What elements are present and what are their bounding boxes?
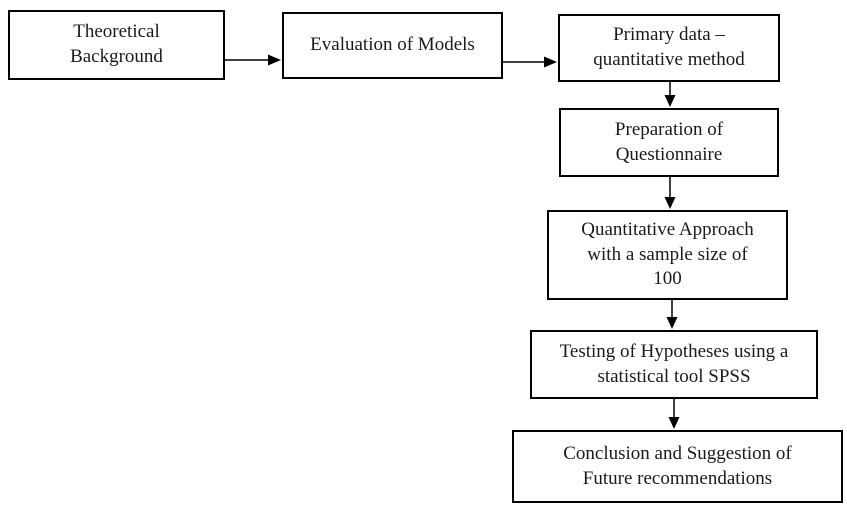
arrow-preparation-to-quantitative [664, 177, 676, 209]
arrow-theoretical-to-evaluation [225, 54, 281, 66]
arrow-primary-data-to-preparation [664, 82, 676, 107]
node-conclusion-future-recommendations: Conclusion and Suggestion of Future reco… [512, 430, 843, 503]
arrow-quantitative-to-testing [666, 300, 678, 329]
node-evaluation-of-models: Evaluation of Models [282, 12, 503, 79]
arrow-testing-to-conclusion [668, 399, 680, 429]
node-testing-hypotheses-spss: Testing of Hypotheses using a statistica… [530, 330, 818, 399]
arrow-evaluation-to-primary-data [503, 56, 557, 68]
node-quantitative-approach-sample-100: Quantitative Approach with a sample size… [547, 210, 788, 300]
node-preparation-of-questionnaire: Preparation of Questionnaire [559, 108, 779, 177]
node-primary-data-quantitative-method: Primary data – quantitative method [558, 14, 780, 82]
node-theoretical-background: Theoretical Background [8, 10, 225, 80]
